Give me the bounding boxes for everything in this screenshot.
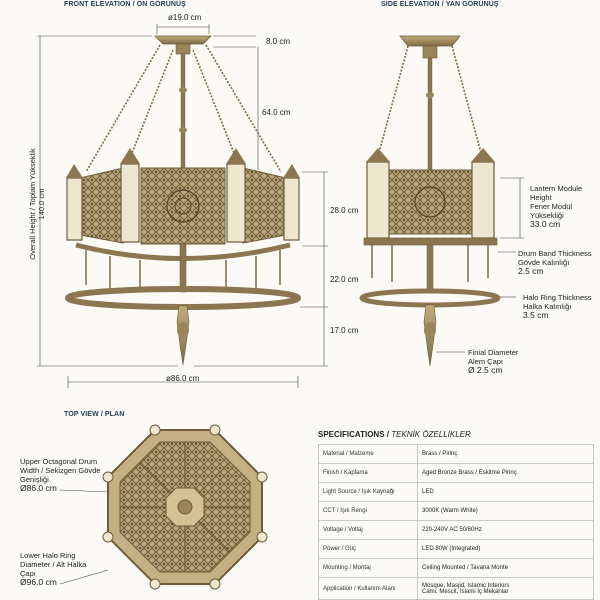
front-chain-right xyxy=(205,44,282,173)
spec-value: Brass / Pirinç xyxy=(417,444,594,464)
side-chandelier xyxy=(359,35,501,367)
front-lanterns xyxy=(66,148,300,243)
spec-key: Finish / Kaplama xyxy=(318,463,418,483)
canopy-height-label: 8.0 cm xyxy=(266,37,291,46)
spec-key: Power / Güç xyxy=(318,539,418,559)
top-view-header: TOP VIEW / PLAN xyxy=(64,411,125,418)
spec-key: CCT / Işık Rengi xyxy=(318,501,418,521)
side-elevation-header: SIDE ELEVATION / YAN GÖRÜNÜŞ xyxy=(381,1,499,8)
front-halo-ring xyxy=(65,286,301,310)
spec-key: Voltage / Voltaj xyxy=(318,520,418,540)
spec-key: Mounting / Montaj xyxy=(318,558,418,578)
spec-key: Application / Kullanım Alanı xyxy=(318,577,418,600)
spec-value: 3000K (Warm White) xyxy=(417,501,594,521)
side-leader-lines xyxy=(436,177,524,353)
drum-height-label: 28.0 cm xyxy=(330,206,359,215)
top-view-octagon xyxy=(102,424,268,590)
front-drum-panel xyxy=(140,167,226,245)
specifications-panel: SPECIFICATIONS / TEKNİK ÖZELLİKLER Mater… xyxy=(318,430,594,600)
spec-key: Light Source / Işık Kaynağı xyxy=(318,482,418,502)
front-chandelier xyxy=(65,35,301,366)
ring-gap-label: 22.0 cm xyxy=(330,275,359,284)
spec-value: 220-240V AC 50/60Hz xyxy=(417,520,594,540)
front-canopy xyxy=(154,35,212,45)
spec-value: Aged Bronze Brass / Eskitme Pirinç xyxy=(417,463,594,483)
spec-value: LED 80W (Integrated) xyxy=(417,539,594,559)
specifications-title: SPECIFICATIONS / TEKNİK ÖZELLİKLER xyxy=(318,430,471,439)
spec-value: Ceiling Mounted / Tavana Monte xyxy=(417,558,594,578)
canopy-diameter-label: ø19.0 cm xyxy=(168,13,202,22)
overall-diameter-label: ø86.0 cm xyxy=(166,374,200,383)
spec-value-line: Cami, Mescit, İslami İç Mekanlar xyxy=(422,588,509,595)
spec-value-line: Mosque, Masjid, Islamic Interiors xyxy=(422,582,510,589)
front-dimension-lines xyxy=(37,24,328,388)
top-leader-lines xyxy=(59,489,109,585)
spec-key: Material / Malzeme xyxy=(318,444,418,464)
front-center-rod xyxy=(180,53,186,177)
spec-value: LED xyxy=(417,482,594,502)
finial-height-label: 17.0 cm xyxy=(330,326,359,335)
front-elevation-header: FRONT ELEVATION / ÖN GÖRÜNÜŞ xyxy=(64,1,186,8)
chain-length-label: 64.0 cm xyxy=(262,108,291,117)
